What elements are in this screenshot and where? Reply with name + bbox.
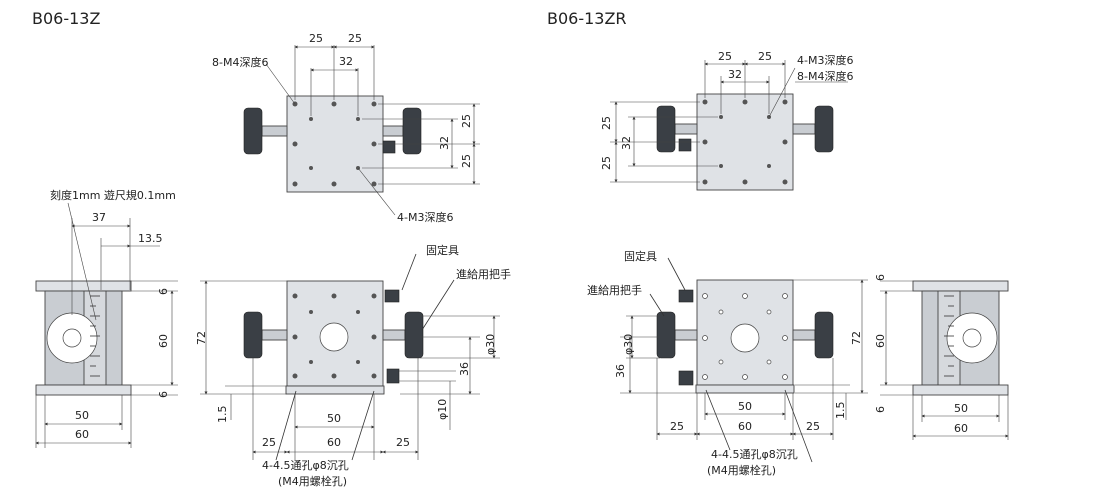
left-front-dims: 固定具 進給用把手 72 1.5 50 25 60 25 φ30 36 φ10 … bbox=[195, 243, 511, 488]
right-front-dims: 固定具 進給用把手 φ30 36 50 25 60 25 72 1.5 4-4.… bbox=[587, 249, 868, 477]
dim: 25 bbox=[348, 32, 362, 45]
dim: 60 bbox=[738, 420, 752, 433]
right-handle: 進給用把手 bbox=[587, 283, 642, 297]
dim: 25 bbox=[396, 436, 410, 449]
right-side-view bbox=[912, 280, 1009, 396]
dim: φ10 bbox=[436, 399, 449, 420]
dim: 25 bbox=[600, 116, 613, 130]
dim: φ30 bbox=[484, 334, 497, 355]
dim: 72 bbox=[195, 331, 208, 345]
dim: 25 bbox=[806, 420, 820, 433]
right-note-m4: 8-M4深度6 bbox=[797, 69, 853, 83]
dim: 1.5 bbox=[216, 406, 229, 424]
left-note-m4: 8-M4深度6 bbox=[212, 55, 268, 69]
dim: 6 bbox=[157, 288, 170, 295]
right-bolt-hole: (M4用螺栓孔) bbox=[707, 463, 776, 477]
dim: 25 bbox=[758, 50, 772, 63]
dim: 32 bbox=[620, 136, 633, 150]
dim: 50 bbox=[75, 409, 89, 422]
dim: 6 bbox=[874, 406, 887, 413]
right-through-hole: 4-4.5通孔φ8沉孔 bbox=[711, 448, 798, 461]
left-top-knob-right bbox=[402, 107, 422, 155]
dim: 60 bbox=[157, 334, 170, 348]
right-top-dims: 25 25 32 4-M3深度6 8-M4深度6 25 25 32 bbox=[600, 50, 853, 183]
dim: 60 bbox=[75, 428, 89, 441]
dim: 1.5 bbox=[834, 402, 847, 420]
dim: 25 bbox=[262, 436, 276, 449]
dim: 50 bbox=[954, 402, 968, 415]
dim: 32 bbox=[728, 68, 742, 81]
left-top-dims: 25 25 32 25 25 32 8-M4深度6 4-M3深度6 bbox=[212, 32, 480, 224]
dim: 50 bbox=[738, 400, 752, 413]
dim: 37 bbox=[92, 211, 106, 224]
left-title: B06-13Z bbox=[32, 9, 100, 28]
left-top-knob-left bbox=[243, 107, 263, 155]
dim: 32 bbox=[339, 55, 353, 68]
left-fixture: 固定具 bbox=[426, 243, 459, 257]
dim: 72 bbox=[850, 331, 863, 345]
left-side-dims: 37 13.5 6 60 6 50 60 bbox=[35, 211, 178, 448]
dim: 6 bbox=[874, 274, 887, 281]
dim: 36 bbox=[614, 364, 627, 378]
left-scale-note: 刻度1mm 遊尺規0.1mm bbox=[50, 188, 176, 202]
right-title: B06-13ZR bbox=[547, 9, 627, 28]
dim: 60 bbox=[874, 334, 887, 348]
dim: 25 bbox=[309, 32, 323, 45]
dim: 32 bbox=[438, 136, 451, 150]
dim: 36 bbox=[458, 362, 471, 376]
right-note-m3: 4-M3深度6 bbox=[797, 53, 853, 67]
left-side-view: 刻度1mm 遊尺規0.1mm bbox=[35, 188, 176, 396]
right-front-view bbox=[656, 279, 834, 394]
dim: 25 bbox=[718, 50, 732, 63]
right-side-dims: 6 60 6 50 60 bbox=[874, 274, 1009, 440]
dim: 60 bbox=[954, 422, 968, 435]
dim: 25 bbox=[460, 154, 473, 168]
dim: 25 bbox=[600, 156, 613, 170]
left-handle: 進給用把手 bbox=[456, 267, 511, 281]
dim: 6 bbox=[157, 391, 170, 398]
dim: 50 bbox=[327, 412, 341, 425]
dim: 60 bbox=[327, 436, 341, 449]
left-bolt-hole: (M4用螺栓孔) bbox=[278, 474, 347, 488]
dim: 13.5 bbox=[138, 232, 163, 245]
left-through-hole: 4-4.5通孔φ8沉孔 bbox=[262, 459, 349, 472]
left-note-m3: 4-M3深度6 bbox=[397, 210, 453, 224]
left-front-view bbox=[243, 280, 424, 395]
dim: 25 bbox=[670, 420, 684, 433]
right-fixture: 固定具 bbox=[624, 249, 657, 263]
dim: 25 bbox=[460, 114, 473, 128]
